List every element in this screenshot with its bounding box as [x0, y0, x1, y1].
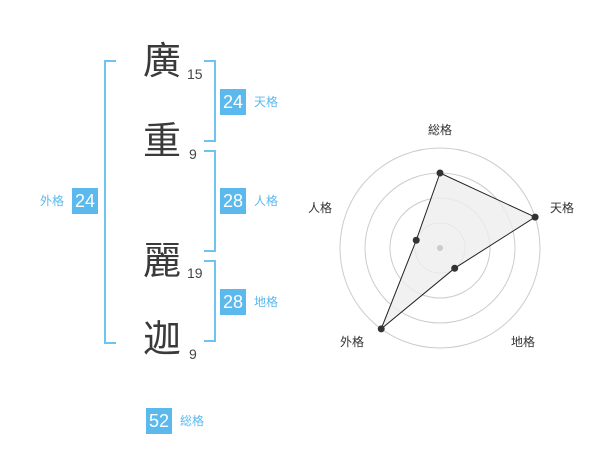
gaikaku-bracket	[104, 60, 116, 344]
radar-point-3	[377, 325, 385, 333]
radar-point-1	[531, 213, 539, 221]
jinkaku-label: 人格	[254, 194, 279, 208]
chikaku-value-badge: 28	[220, 289, 246, 315]
radar-axis-label-gaikaku: 外格	[340, 334, 364, 349]
stroke-count-3: 19	[187, 265, 203, 281]
chikaku-label: 地格	[254, 295, 279, 309]
radar-axis-label-chikaku: 地格	[511, 334, 535, 349]
name-char-1: 廣	[143, 39, 182, 83]
radar-axis-label-tenkaku: 天格	[550, 200, 574, 215]
radar-center-dot	[437, 245, 443, 251]
soukaku-label: 総格	[180, 414, 205, 428]
name-char-4: 迦	[143, 317, 182, 361]
stroke-count-4: 9	[189, 346, 197, 362]
stroke-count-2: 9	[189, 146, 197, 162]
radar-axis-label-soukaku: 総格	[428, 122, 452, 137]
jinkaku-bracket	[204, 150, 216, 252]
jinkaku-value-badge: 28	[220, 188, 246, 214]
radar-point-4	[412, 236, 420, 244]
name-char-2: 重	[143, 119, 182, 163]
radar-point-0	[436, 169, 444, 177]
name-char-3: 麗	[143, 239, 182, 283]
soukaku-value-badge: 52	[146, 408, 172, 434]
radar-axis-label-jinkaku: 人格	[308, 200, 332, 215]
radar-data-polygon	[380, 172, 537, 330]
radar-data-points	[377, 169, 539, 333]
gaikaku-label: 外格	[40, 194, 65, 208]
radar-point-2	[451, 264, 459, 272]
tenkaku-bracket	[204, 60, 216, 142]
chikaku-bracket	[204, 260, 216, 342]
tenkaku-value-badge: 24	[220, 89, 246, 115]
gaikaku-value-badge: 24	[72, 188, 98, 214]
stroke-count-1: 15	[187, 66, 203, 82]
radar-grid-ring	[339, 147, 541, 349]
tenkaku-label: 天格	[254, 95, 279, 109]
